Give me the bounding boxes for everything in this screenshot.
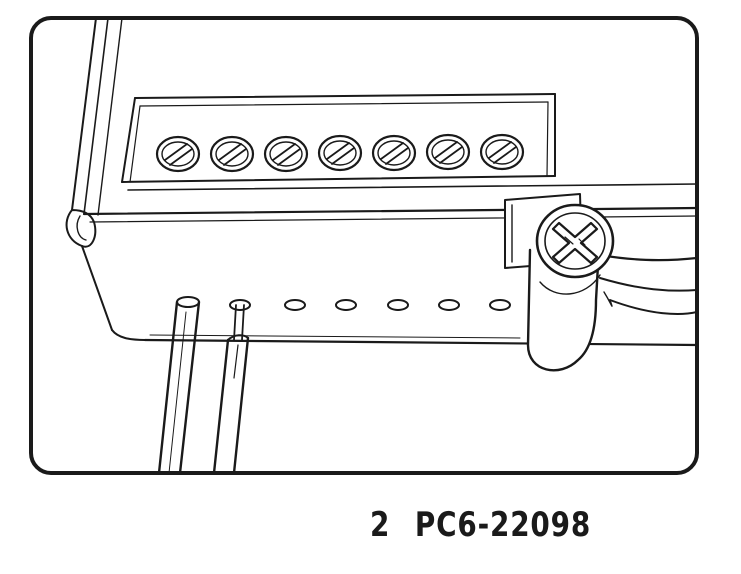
terminal-screw-icon — [155, 135, 201, 173]
wire-hole — [335, 299, 357, 311]
step-number: 2 — [370, 505, 391, 545]
wire-hole — [284, 299, 306, 311]
wire-hole — [438, 299, 460, 311]
figure-caption: 2 PC6-22098 — [370, 500, 591, 550]
terminal-screw-icon — [209, 135, 255, 173]
wire-icon — [212, 299, 251, 473]
wire-entry-holes — [284, 299, 511, 311]
ground-screw-icon — [535, 203, 615, 279]
terminal-screw-icon — [425, 133, 471, 171]
wire-icon — [157, 296, 201, 473]
part-number: PC6-22098 — [414, 505, 592, 545]
terminal-screw-icon — [479, 133, 525, 171]
terminal-screw-icon — [263, 135, 309, 173]
terminal-strip — [121, 93, 697, 191]
terminal-screw-icon — [371, 134, 417, 172]
wire-hole — [387, 299, 409, 311]
terminal-screw-icon — [317, 134, 363, 172]
wire-hole — [489, 299, 511, 311]
